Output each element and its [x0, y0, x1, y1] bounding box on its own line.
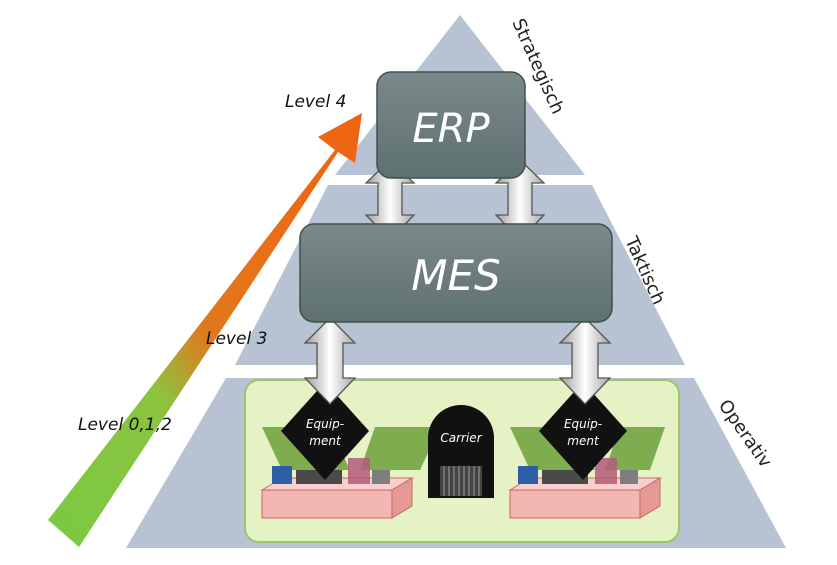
level-3-label: Level 3 — [206, 329, 267, 349]
erp-box: ERP — [376, 71, 526, 179]
erp-label: ERP — [412, 106, 490, 152]
equipment-node-left: Equip- ment — [281, 382, 369, 480]
shop-floor: Carrier Equip- ment Equip- ment — [244, 379, 680, 543]
mes-label: MES — [411, 251, 500, 300]
level-012-label: Level 0,1,2 — [78, 415, 172, 435]
equipment-node-right: Equip- ment — [539, 382, 627, 480]
equipment-right-line2: ment — [567, 434, 600, 448]
equipment-right-line1: Equip- — [564, 417, 602, 431]
level-4-label: Level 4 — [285, 92, 346, 112]
carrier-label: Carrier — [440, 431, 482, 445]
mes-equipment-arrow-right — [558, 317, 612, 405]
equipment-left-line1: Equip- — [306, 417, 344, 431]
equipment-station-left — [260, 427, 440, 519]
carrier: Carrier — [428, 405, 494, 498]
mes-equipment-arrow-left — [303, 317, 357, 405]
level-arrow — [48, 113, 362, 547]
equipment-left-line2: ment — [309, 434, 342, 448]
mes-box: MES — [299, 223, 613, 323]
